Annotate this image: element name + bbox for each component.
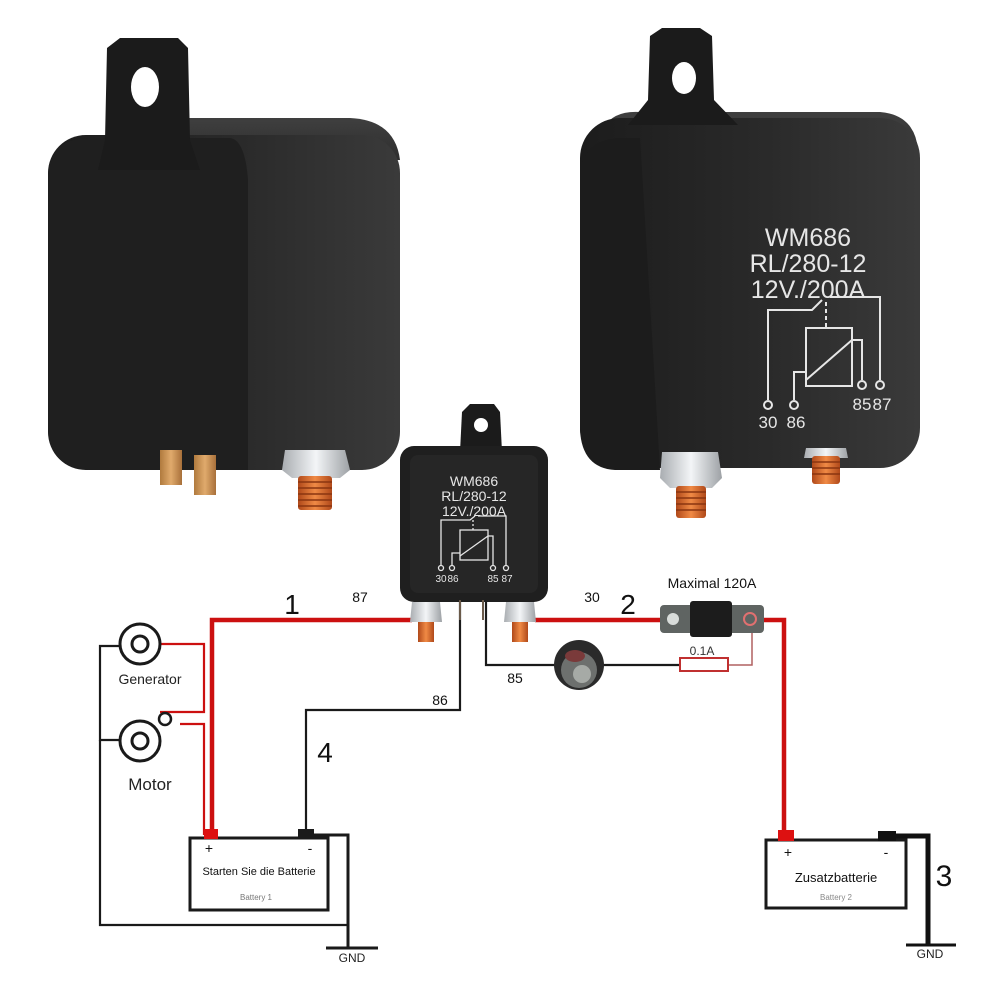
battery-2-negative-terminal <box>878 831 896 841</box>
battery-1: + - Starten Sie die Batterie Battery 1 <box>188 829 330 912</box>
relay-center-part: RL/280-12 <box>441 488 507 504</box>
terminal-label-30: 30 <box>759 413 778 432</box>
battery-1-subtitle: Battery 1 <box>240 893 273 902</box>
small-fuse-icon <box>679 657 729 672</box>
center-terminal-85: 85 <box>487 574 499 585</box>
battery-1-positive-terminal <box>204 829 218 839</box>
battery-2-plus: + <box>784 844 792 860</box>
relay-center-rating: 12V./200A <box>442 503 507 519</box>
spade-terminal <box>194 455 216 495</box>
relay-schematic-icon <box>763 296 885 410</box>
relay-center-model: WM686 <box>450 473 498 489</box>
main-fuse-label: Maximal 120A <box>668 575 757 591</box>
battery-2-subtitle: Battery 2 <box>820 893 853 902</box>
relay-center-schematic-icon <box>437 515 510 572</box>
battery-1-minus: - <box>308 840 313 856</box>
center-terminal-87: 87 <box>501 574 513 585</box>
battery-1-title: Starten Sie die Batterie <box>202 866 315 878</box>
terminal-85-label: 85 <box>507 670 523 686</box>
relay-photo-left <box>48 38 400 510</box>
relay-model-text: WM686 <box>765 224 851 252</box>
relay-center: WM686 RL/280-12 12V./200A 30 86 85 87 <box>400 404 548 642</box>
mounting-hole <box>131 67 159 107</box>
mounting-hole <box>474 418 488 432</box>
terminal-label-87: 87 <box>873 395 892 414</box>
center-terminal-86: 86 <box>447 574 459 585</box>
terminal-nut <box>282 450 350 478</box>
relay-rating-text: 12V./200A <box>751 276 866 304</box>
small-fuse-label: 0.1A <box>690 644 715 658</box>
wire-number-3: 3 <box>936 860 953 893</box>
relay-part-text: RL/280-12 <box>750 250 867 278</box>
battery-2-positive-terminal <box>778 830 794 841</box>
relay-photo-right: WM686 RL/280-12 12V./200A 30 86 85 87 <box>580 28 920 518</box>
center-terminal-30: 30 <box>435 574 447 585</box>
generator-label: Generator <box>118 671 181 687</box>
battery-2: + - Zusatzbatterie Battery 2 <box>764 830 908 910</box>
main-fuse-icon <box>660 601 764 637</box>
terminal-87-label: 87 <box>352 589 368 605</box>
generator-icon <box>118 622 162 666</box>
battery-2-title: Zusatzbatterie <box>795 870 877 885</box>
copper-stud <box>676 486 706 518</box>
gnd-label-1: GND <box>339 951 366 965</box>
spade-terminal <box>160 450 182 485</box>
indicator-lamp-icon <box>554 640 604 690</box>
motor-icon <box>118 711 173 763</box>
terminal-label-85: 85 <box>853 395 872 414</box>
motor-label: Motor <box>128 775 172 794</box>
mounting-hole <box>672 62 696 94</box>
copper-stud <box>298 476 332 510</box>
battery-1-negative-terminal <box>298 829 314 839</box>
wiring-diagram: Generator Motor 1 2 3 4 87 30 86 85 Maxi… <box>98 575 956 965</box>
terminal-label-86: 86 <box>787 413 806 432</box>
copper-stud <box>512 622 528 642</box>
terminal-nut <box>660 452 722 488</box>
copper-stud <box>812 456 840 484</box>
battery-2-minus: - <box>884 844 889 860</box>
wire-number-1: 1 <box>284 589 300 620</box>
wire-number-4: 4 <box>317 737 333 768</box>
battery-1-plus: + <box>205 840 213 856</box>
terminal-30-label: 30 <box>584 589 600 605</box>
wire-number-2: 2 <box>620 589 636 620</box>
gnd-label-2: GND <box>917 947 944 961</box>
terminal-86-label: 86 <box>432 692 448 708</box>
copper-stud <box>418 622 434 642</box>
